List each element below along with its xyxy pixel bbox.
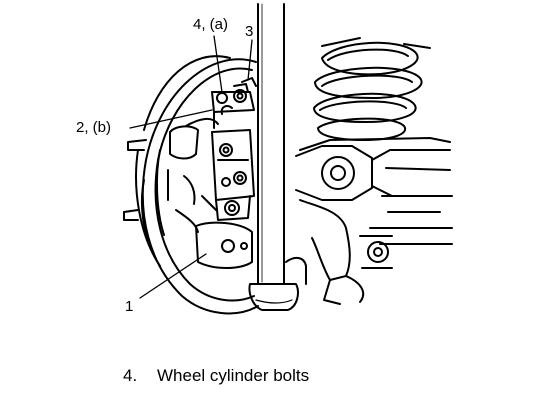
wheel-cylinder (211, 83, 255, 129)
leader-lines (129, 35, 253, 299)
shock-absorber (248, 3, 307, 311)
leader-line-2b (129, 109, 213, 129)
callout-label-2b: 2, (b) (76, 119, 112, 136)
leader-line-4a (213, 35, 223, 93)
leader-line-1 (139, 253, 207, 299)
caption-number: 4. (123, 366, 138, 385)
mounting-bracket (211, 129, 255, 221)
figure-caption: 4. Wheel cylinder bolts (123, 367, 309, 385)
caption-text: Wheel cylinder bolts (157, 366, 310, 385)
callout-label-3: 3 (245, 23, 254, 40)
callout-label-1: 1 (125, 298, 134, 315)
leader-line-3 (247, 39, 253, 81)
coil-spring (313, 37, 431, 141)
bleeder-plug (241, 77, 257, 87)
callout-label-4a: 4, (a) (193, 16, 229, 33)
lateral-rod-bushing (295, 145, 451, 201)
axle-beam (299, 137, 453, 305)
brake-backing-plate (123, 55, 259, 315)
